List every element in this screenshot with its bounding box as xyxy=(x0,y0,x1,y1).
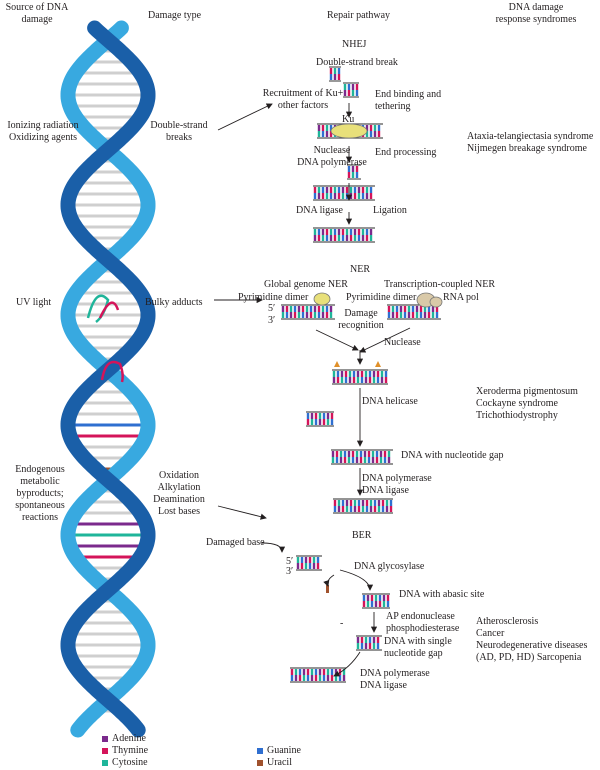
dsb-fragment xyxy=(329,66,341,82)
dna-segments xyxy=(281,66,441,683)
ner-merge-arrow xyxy=(315,329,359,351)
ber-polymerase-ligase: DNA polymerase DNA ligase xyxy=(360,668,430,691)
arrow-to-nhej xyxy=(217,103,273,131)
dna-single-gap xyxy=(356,635,382,651)
header-source: Source of DNA damage xyxy=(5,2,69,25)
dna-nuclease-incised xyxy=(332,369,388,385)
ku-protein xyxy=(330,123,368,139)
legend-guanine: Guanine xyxy=(267,745,301,756)
ber-glycosylase: DNA glycosylase xyxy=(354,561,425,572)
ner-pyrimidine-dimer-1: Pyrimidine dimer xyxy=(238,292,309,303)
repair-proteins xyxy=(313,123,443,308)
ner-pyrimidine-dimer-2: Pyrimidine dimer xyxy=(346,292,417,303)
pyrimidine-dimer-loop xyxy=(98,301,120,319)
damage-double-strand: Double-strand breaks xyxy=(150,120,208,143)
header-damage-type: Damage type xyxy=(148,10,202,21)
ner-three-prime: 3′ xyxy=(268,315,276,326)
ner-damage-recognition: Damage recognition xyxy=(338,308,384,331)
syndromes-ner: Xeroderma pigmentosum Cockayne syndrome … xyxy=(476,386,578,421)
nhej-title: NHEJ xyxy=(342,39,367,50)
nhej-end-processing: End processing xyxy=(375,147,437,158)
dna-double-helix xyxy=(60,20,156,738)
incision-marker xyxy=(334,361,340,367)
dna-damaged-base xyxy=(296,555,322,571)
nhej-ligase: DNA ligase xyxy=(296,205,343,216)
dna-nucleotide-gap xyxy=(331,449,393,465)
dna-abasic-site xyxy=(362,593,390,609)
excised-oligo xyxy=(306,411,334,427)
ner-merge-arrow xyxy=(359,327,411,353)
excised-base xyxy=(326,585,329,593)
ber-title: BER xyxy=(352,530,372,541)
ner-helicase: DNA helicase xyxy=(362,396,418,407)
ber-abasic: DNA with abasic site xyxy=(399,589,485,600)
dna-repaired xyxy=(313,227,375,243)
helix-strand-front xyxy=(60,20,156,738)
ber-excision-arrow xyxy=(323,574,335,587)
source-ionizing: Ionizing radiation Oxidizing agents xyxy=(7,120,79,143)
legend-cytosine: Cytosine xyxy=(112,757,148,768)
legend-swatch-cytosine xyxy=(102,760,108,766)
nhej-recruitment: Recruitment of Ku+ other factors xyxy=(262,88,344,111)
ber-minus: - xyxy=(340,618,344,629)
dsb-fragment xyxy=(343,82,359,98)
nhej-ligation: Ligation xyxy=(373,205,407,216)
ber-three-prime: 3′ xyxy=(286,566,294,577)
arrows xyxy=(214,103,411,677)
nhej-nuclease: Nuclease DNA polymerase xyxy=(297,145,367,168)
dna-ber-repaired xyxy=(290,667,346,683)
ner-rna-pol: RNA pol xyxy=(443,292,479,303)
dna-ligation-intermediate xyxy=(313,185,375,201)
nhej-end-binding: End binding and tethering xyxy=(375,89,442,112)
ber-ap-endo: AP endonuclease phosphodiesterase xyxy=(386,611,460,634)
nhej-double-strand-break: Double-strand break xyxy=(316,57,398,68)
ber-step-arrow xyxy=(333,651,361,677)
ner-polymerase-ligase: DNA polymerase DNA ligase xyxy=(362,473,432,496)
arrow-to-ber xyxy=(217,505,267,520)
ner-nuclease: Nuclease xyxy=(384,337,421,348)
ber-five-prime: 5′ xyxy=(286,556,294,567)
legend-adenine: Adenine xyxy=(112,733,146,744)
ber-step-arrow xyxy=(339,569,374,591)
legend-swatch-adenine xyxy=(102,736,108,742)
ber-damaged-base: Damaged base xyxy=(206,537,265,548)
legend-uracil: Uracil xyxy=(267,757,292,768)
legend-swatch-guanine xyxy=(257,748,263,754)
ner-transcription: Transcription-coupled NER xyxy=(384,279,496,290)
legend-swatches xyxy=(102,736,263,766)
damage-bulky-adducts: Bulky adducts xyxy=(145,297,203,308)
source-uv: UV light xyxy=(16,297,52,308)
incision-marker xyxy=(375,361,381,367)
syndromes-nhej: Ataxia-telangiectasia syndrome Nijmegen … xyxy=(467,131,594,154)
source-endogenous: Endogenous metabolic byproducts; spontan… xyxy=(15,464,65,523)
ner-global: Global genome NER xyxy=(264,279,348,290)
legend-swatch-thymine xyxy=(102,748,108,754)
nhej-ku: Ku xyxy=(342,114,355,125)
pyrimidine-dimer-loop xyxy=(100,360,124,383)
header-repair-pathway: Repair pathway xyxy=(327,10,391,21)
damage-oxidation: Oxidation Alkylation Deamination Lost ba… xyxy=(153,470,205,517)
legend-swatch-uracil xyxy=(257,760,263,766)
ber-single-gap: DNA with single nucleotide gap xyxy=(384,636,452,659)
ner-gap: DNA with nucleotide gap xyxy=(401,450,504,461)
header-syndromes: DNA damage response syndromes xyxy=(495,2,577,25)
dna-ner-repaired xyxy=(333,498,393,514)
ber-damaged-base-arrow xyxy=(261,542,286,553)
rna-polymerase xyxy=(429,296,443,308)
legend-thymine: Thymine xyxy=(112,745,149,756)
recognition-protein xyxy=(313,292,331,306)
dna-global-ner xyxy=(281,304,335,320)
ner-title: NER xyxy=(350,264,370,275)
ner-five-prime: 5′ xyxy=(268,303,276,314)
helix-strand-back xyxy=(60,20,156,738)
syndromes-ber: Atherosclerosis Cancer Neurodegenerative… xyxy=(476,616,588,663)
dna-processed-end xyxy=(347,164,361,180)
